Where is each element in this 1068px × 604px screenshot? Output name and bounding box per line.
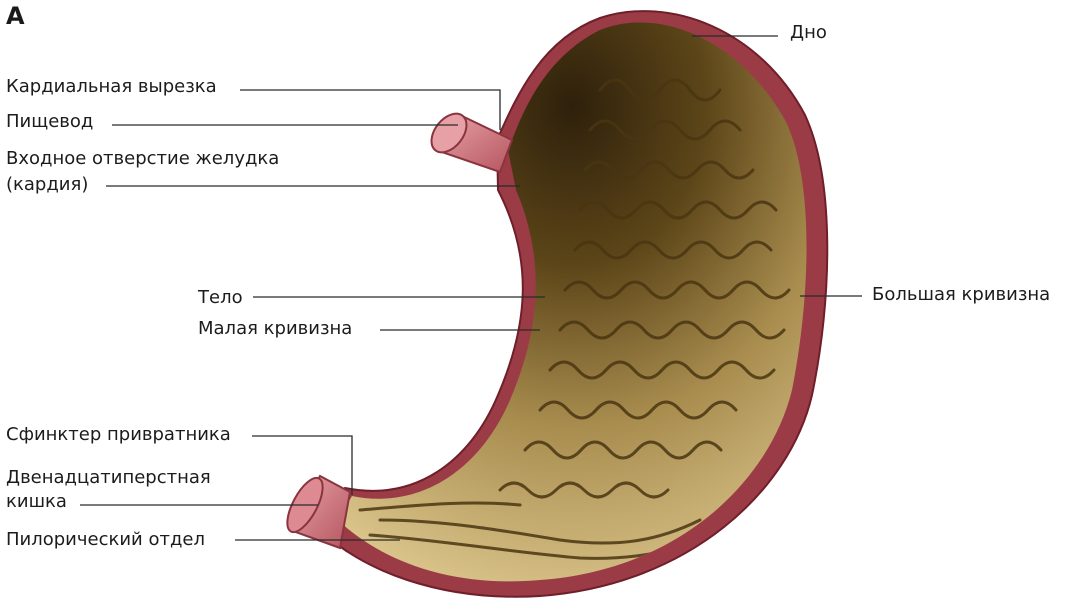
label-pyloric-sphincter: Сфинктер привратника xyxy=(6,424,231,445)
label-cardia-line1: Входное отверстие желудка xyxy=(6,148,279,169)
label-duodenum-line2: кишка xyxy=(6,491,67,512)
label-cardiac-notch: Кардиальная вырезка xyxy=(6,76,217,97)
label-body: Тело xyxy=(197,287,243,308)
label-pyloric-part: Пилорический отдел xyxy=(6,529,205,550)
label-greater-curvature: Большая кривизна xyxy=(872,284,1050,305)
label-fundus: Дно xyxy=(790,22,827,43)
panel-letter: А xyxy=(6,2,25,30)
label-esophagus: Пищевод xyxy=(6,111,93,132)
label-duodenum-line1: Двенадцатиперстная xyxy=(6,467,211,488)
label-cardia-line2: (кардия) xyxy=(6,174,88,195)
label-lesser-curvature: Малая кривизна xyxy=(198,318,352,339)
